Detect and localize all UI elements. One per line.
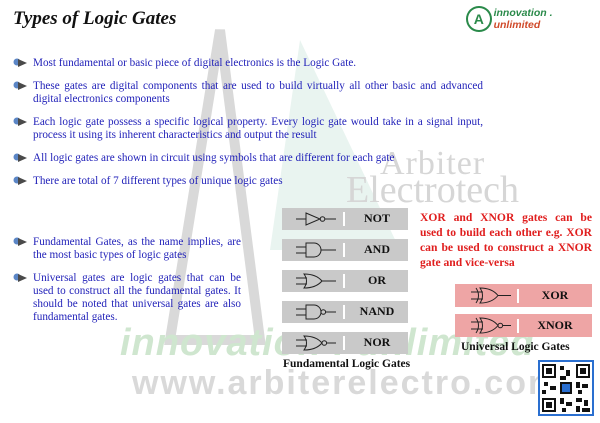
list-item: Fundamental Gates, as the name implies, … bbox=[13, 236, 241, 262]
brand-logo: A innovation . unlimited bbox=[466, 6, 600, 32]
gate-separator bbox=[343, 212, 345, 226]
main-bullet-list: Most fundamental or basic piece of digit… bbox=[13, 57, 483, 198]
xor-xnor-note: XOR and XNOR gates can be used to build … bbox=[420, 211, 592, 269]
gate-label: NOT bbox=[363, 211, 390, 225]
arrow-bullet-icon bbox=[13, 153, 27, 162]
bullet-text: There are total of 7 different types of … bbox=[33, 175, 283, 187]
logo-text-unlimited: unlimited bbox=[493, 19, 541, 31]
secondary-bullet-list: Fundamental Gates, as the name implies, … bbox=[13, 236, 241, 334]
gate-not: NOT bbox=[282, 208, 408, 230]
bullet-text: Fundamental Gates, as the name implies, … bbox=[33, 236, 241, 261]
or-gate-icon bbox=[296, 273, 336, 289]
list-item: Each logic gate possess a specific logic… bbox=[13, 116, 483, 142]
xnor-gate-icon bbox=[471, 317, 511, 334]
bullet-text: These gates are digital components that … bbox=[33, 80, 483, 105]
gate-nor: NOR bbox=[282, 332, 408, 354]
gate-xnor: XNOR bbox=[455, 314, 592, 337]
gate-separator bbox=[517, 319, 519, 333]
gate-separator bbox=[343, 305, 345, 319]
bullet-text: Most fundamental or basic piece of digit… bbox=[33, 57, 357, 69]
fundamental-caption: Fundamental Logic Gates bbox=[283, 358, 411, 370]
list-item: Universal gates are logic gates that can… bbox=[13, 272, 241, 324]
arrow-bullet-icon bbox=[13, 81, 27, 90]
gate-separator bbox=[343, 274, 345, 288]
qr-pattern bbox=[542, 364, 590, 412]
list-item: All logic gates are shown in circuit usi… bbox=[13, 152, 483, 165]
universal-caption: Universal Logic Gates bbox=[461, 341, 570, 353]
gate-separator bbox=[517, 289, 519, 303]
qr-code-icon[interactable] bbox=[538, 360, 594, 416]
gate-and: AND bbox=[282, 239, 408, 261]
bullet-text: Each logic gate possess a specific logic… bbox=[33, 116, 483, 141]
nor-gate-icon bbox=[296, 335, 336, 351]
logo-text-separator: . bbox=[546, 7, 553, 19]
and-gate-icon bbox=[296, 242, 336, 258]
list-item: These gates are digital components that … bbox=[13, 80, 483, 106]
logo-text-innovation: innovation bbox=[493, 7, 547, 19]
logo-mark-icon: A bbox=[466, 6, 492, 32]
gate-xor: XOR bbox=[455, 284, 592, 307]
not-gate-icon bbox=[296, 212, 336, 226]
gate-label: XOR bbox=[541, 288, 569, 302]
gate-label: OR bbox=[368, 273, 386, 287]
gate-or: OR bbox=[282, 270, 408, 292]
gate-label: XNOR bbox=[537, 318, 573, 332]
gate-label: NAND bbox=[359, 304, 395, 318]
list-item: Most fundamental or basic piece of digit… bbox=[13, 57, 483, 70]
gate-separator bbox=[343, 336, 345, 350]
page-title: Types of Logic Gates bbox=[13, 8, 177, 29]
arrow-bullet-icon bbox=[13, 273, 27, 282]
logo-text: innovation . unlimited bbox=[494, 7, 600, 31]
arrow-bullet-icon bbox=[13, 176, 27, 185]
xor-gate-icon bbox=[471, 287, 511, 304]
arrow-bullet-icon bbox=[13, 237, 27, 246]
gate-label: AND bbox=[364, 242, 390, 256]
gate-label: NOR bbox=[363, 335, 391, 349]
arrow-bullet-icon bbox=[13, 58, 27, 67]
list-item: There are total of 7 different types of … bbox=[13, 175, 483, 188]
gate-separator bbox=[343, 243, 345, 257]
bullet-text: All logic gates are shown in circuit usi… bbox=[33, 152, 395, 164]
gate-nand: NAND bbox=[282, 301, 408, 323]
nand-gate-icon bbox=[296, 304, 336, 320]
bullet-text: Universal gates are logic gates that can… bbox=[33, 272, 241, 323]
arrow-bullet-icon bbox=[13, 117, 27, 126]
